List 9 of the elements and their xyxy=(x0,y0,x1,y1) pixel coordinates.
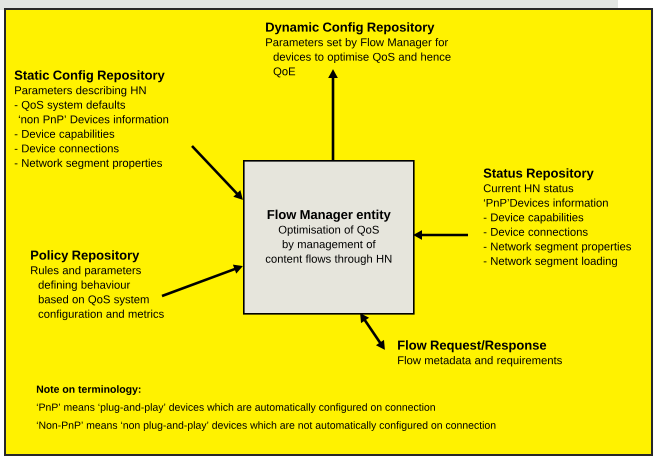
note-heading: Note on terminology: xyxy=(36,385,140,395)
annotation-text: Dynamic Config Repository Parameters set by Flow Manager for devices to optimise QoS and hence QoE xyxy=(266,22,451,78)
annotation-text: Static Config Repository Parameters describing HN - QoS system defaults ‘non PnP’ Devices information - Device capabilities - Device connections - Network segment properties xyxy=(14,70,168,170)
note-text: ‘PnP’ means ‘plug-and-play’ devices which are automatically configured on connection xyxy=(36,403,435,413)
annotation-text: Status Repository Current HN status ‘PnP’Devices information - Device capabilities - Device connections - Network segment properties - Network segment loading xyxy=(484,168,631,268)
annotation-text: Policy Repository Rules and parameters defining behaviour based on QoS system configuration and metrics xyxy=(31,250,164,320)
annotation-text: Flow Request/Response Flow metadata and requirements xyxy=(398,340,562,366)
note-text: ‘Non-PnP’ means ‘non plug-and-play’ devices which are not automatically configured on connection xyxy=(36,421,496,431)
process-box: Flow Manager entity Optimisation of QoS by management of content flows through HN xyxy=(243,160,415,315)
